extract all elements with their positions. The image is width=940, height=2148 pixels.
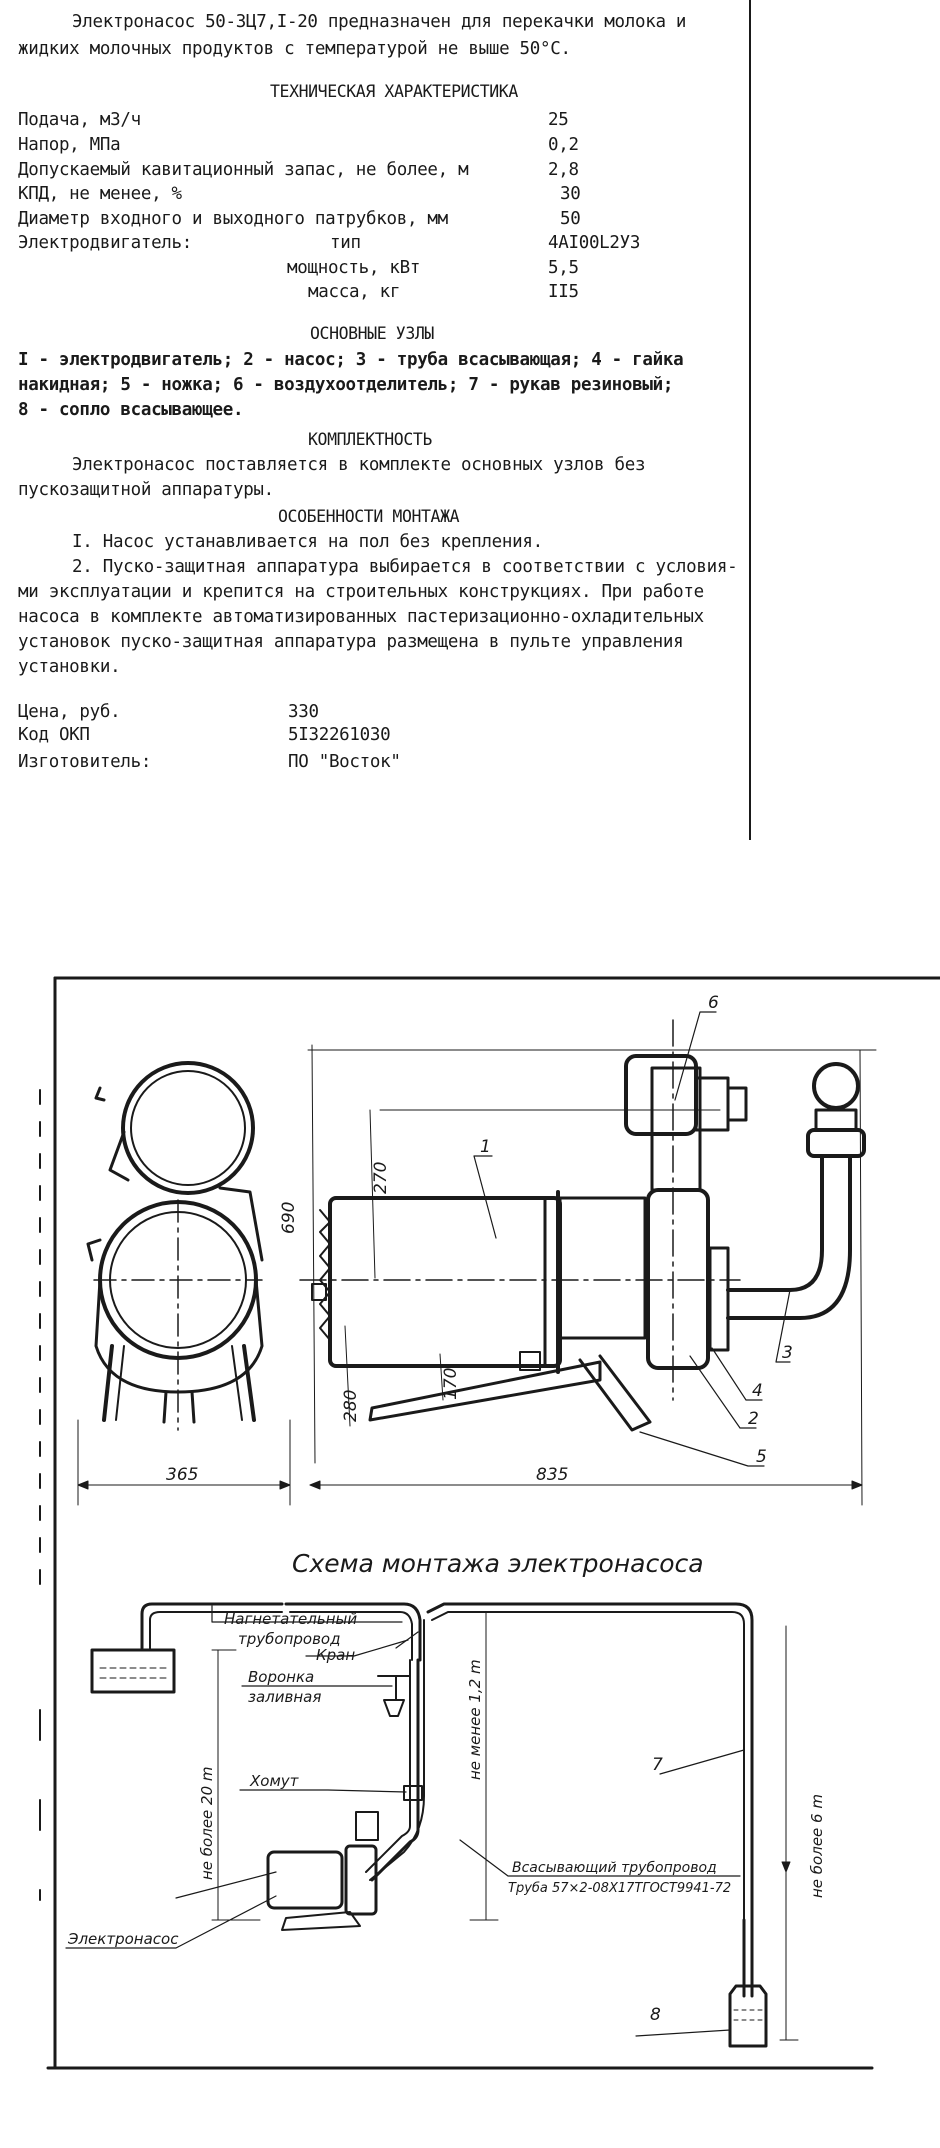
label-height-20m: не более 20 m bbox=[198, 1766, 216, 1880]
price-label: Цена, руб. bbox=[18, 702, 121, 722]
units-line: I - электродвигатель; 2 - насос; 3 - тру… bbox=[18, 350, 684, 370]
label-clamp: Хомут bbox=[249, 1772, 300, 1790]
callout-8: 8 bbox=[650, 2005, 661, 2025]
intro-line: жидких молочных продуктов с температурой… bbox=[18, 39, 571, 59]
callout-3: 3 bbox=[782, 1343, 793, 1363]
okp-value: 5I32261030 bbox=[288, 725, 391, 745]
price-value: 330 bbox=[288, 702, 319, 722]
callout-leaders bbox=[473, 1011, 791, 1467]
spec-sublabel: тип bbox=[330, 233, 361, 253]
intro-line: Электронасос 50-ЗЦ7,I-20 предназначен дл… bbox=[72, 12, 687, 32]
callout-1: 1 bbox=[480, 1137, 491, 1157]
label-suction-pipe-spec: Труба 57×2-08Х17ТГОСТ9941-72 bbox=[508, 1881, 731, 1896]
label-discharge-pipe: Нагнетательный bbox=[224, 1610, 357, 1628]
dimension-280: 280 bbox=[341, 1390, 361, 1422]
label-height-1-2m: не менее 1,2 m bbox=[466, 1659, 484, 1780]
spec-label: КПД, не менее, % bbox=[18, 184, 182, 204]
mount-line: I. Насос устанавливается на пол без креп… bbox=[72, 532, 543, 552]
spec-value: 50 bbox=[560, 209, 581, 229]
callout-7: 7 bbox=[652, 1755, 663, 1775]
scheme-title: Схема монтажа электронасоса bbox=[292, 1549, 704, 1578]
spec-label: Диаметр входного и выходного патрубков, … bbox=[18, 209, 448, 229]
okp-label: Код ОКП bbox=[18, 725, 90, 745]
dimension-lines bbox=[77, 1044, 877, 1506]
spec-value: 2,8 bbox=[548, 160, 579, 180]
spec-label: мощность, кВт bbox=[287, 258, 421, 278]
label-funnel: заливная bbox=[248, 1688, 321, 1706]
mount-line: установки. bbox=[18, 657, 121, 677]
spec-label: Напор, МПа bbox=[18, 135, 121, 155]
scheme-leaders bbox=[65, 1605, 745, 2037]
dimension-365: 365 bbox=[166, 1465, 198, 1485]
kit-heading: КОМПЛЕКТНОСТЬ bbox=[308, 430, 432, 449]
spec-value: 25 bbox=[548, 110, 569, 130]
callout-4: 4 bbox=[752, 1381, 763, 1401]
spec-value: 4АI00L2У3 bbox=[548, 233, 641, 253]
units-line: накидная; 5 - ножка; 6 - воздухоотделите… bbox=[18, 375, 674, 395]
maker-label: Изготовитель: bbox=[18, 752, 152, 772]
callout-5: 5 bbox=[756, 1447, 767, 1467]
spec-label: масса, кг bbox=[308, 282, 401, 302]
dimension-170: 170 bbox=[441, 1368, 461, 1400]
mount-line: насоса в комплекте автоматизированных па… bbox=[18, 607, 704, 627]
mount-line: 2. Пуско-защитная аппаратура выбирается … bbox=[72, 557, 738, 577]
pump-drawing: 270 690 280 170 365 835 1 6 3 4 2 5 Схем… bbox=[39, 976, 940, 2070]
pump-side-view bbox=[86, 1061, 264, 1431]
label-pump: Электронасос bbox=[67, 1930, 179, 1948]
installation-scheme bbox=[90, 1602, 799, 2048]
callout-6: 6 bbox=[708, 993, 719, 1013]
callout-2: 2 bbox=[748, 1409, 759, 1429]
maker-value: ПО "Восток" bbox=[288, 752, 401, 772]
label-discharge-pipe: трубопровод bbox=[238, 1630, 340, 1648]
mount-heading: ОСОБЕННОСТИ МОНТАЖА bbox=[278, 507, 460, 526]
spec-value: 30 bbox=[560, 184, 581, 204]
pump-front-view bbox=[299, 1019, 866, 1432]
dimension-270: 270 bbox=[371, 1162, 391, 1194]
dimension-835: 835 bbox=[536, 1465, 568, 1485]
spec-label: Подача, м3/ч bbox=[18, 110, 141, 130]
dimension-690: 690 bbox=[279, 1202, 299, 1234]
spec-label: Допускаемый кавитационный запас, не боле… bbox=[18, 160, 469, 180]
spec-value: II5 bbox=[548, 282, 579, 302]
spec-value: 5,5 bbox=[548, 258, 579, 278]
units-heading: ОСНОВНЫЕ УЗЛЫ bbox=[310, 324, 434, 343]
kit-line: Электронасос поставляется в комплекте ос… bbox=[72, 455, 646, 475]
label-height-6m: не более 6 m bbox=[808, 1794, 826, 1898]
kit-line: пускозащитной аппаратуры. bbox=[18, 480, 274, 500]
mount-line: ми эксплуатации и крепится на строительн… bbox=[18, 582, 704, 602]
mount-line: установок пуско-защитная аппаратура разм… bbox=[18, 632, 684, 652]
page-border-right bbox=[749, 0, 751, 840]
label-funnel: Воронка bbox=[248, 1668, 314, 1686]
tech-heading: ТЕХНИЧЕСКАЯ ХАРАКТЕРИСТИКА bbox=[270, 82, 518, 101]
spec-value: 0,2 bbox=[548, 135, 579, 155]
label-valve: Кран bbox=[316, 1646, 355, 1664]
label-suction-pipe: Всасывающий трубопровод bbox=[512, 1860, 717, 1876]
units-line: 8 - сопло всасывающее. bbox=[18, 400, 244, 420]
spec-label: Электродвигатель: bbox=[18, 233, 193, 253]
